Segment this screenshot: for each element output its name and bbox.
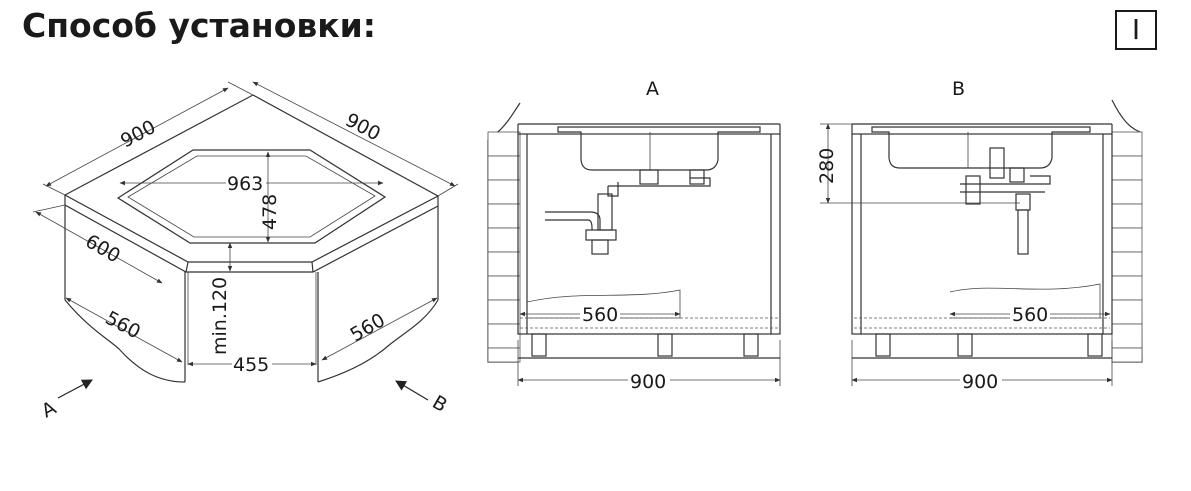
- dim-top-left: 900: [117, 116, 159, 152]
- wall-left-a: [487, 102, 521, 363]
- view-b-dim-width: 900: [962, 371, 998, 393]
- view-b-dim-inner: 560: [1012, 304, 1048, 326]
- view-arrow-b-label: B: [429, 391, 451, 417]
- sink-b: [871, 126, 1091, 169]
- section-badge: I: [1115, 10, 1157, 50]
- view-b-label: B: [952, 78, 965, 100]
- sink-bowl: [116, 149, 387, 244]
- dim-top-right: 900: [342, 109, 384, 145]
- view-b-dim-height: 280: [816, 148, 838, 184]
- dim-front-width: 455: [233, 354, 269, 376]
- cabinet-b: [851, 133, 1113, 335]
- dim-bowl-width: 963: [227, 173, 263, 195]
- isometric-view: 900 900 963 478 600 560 560 min.120 455 …: [32, 81, 459, 423]
- view-b: B: [816, 78, 1143, 393]
- drain-pipes-b: [960, 147, 1051, 255]
- view-a-dim-width: 900: [630, 371, 666, 393]
- dim-min-clearance: min.120: [209, 277, 231, 355]
- cabinet-a: [517, 133, 781, 335]
- view-arrow-a-label: A: [38, 397, 60, 423]
- view-a: A: [487, 78, 781, 393]
- page-title: Способ установки:: [22, 6, 376, 45]
- dim-side-depth: 600: [82, 230, 124, 267]
- view-a-dim-inner: 560: [582, 304, 618, 326]
- wall-right-b: [1111, 99, 1143, 363]
- dim-bowl-depth: 478: [259, 194, 281, 230]
- drain-pipes-a: [545, 169, 711, 255]
- dim-leg-right: 560: [347, 309, 389, 346]
- sink-a: [557, 126, 761, 171]
- view-a-label: A: [646, 78, 659, 100]
